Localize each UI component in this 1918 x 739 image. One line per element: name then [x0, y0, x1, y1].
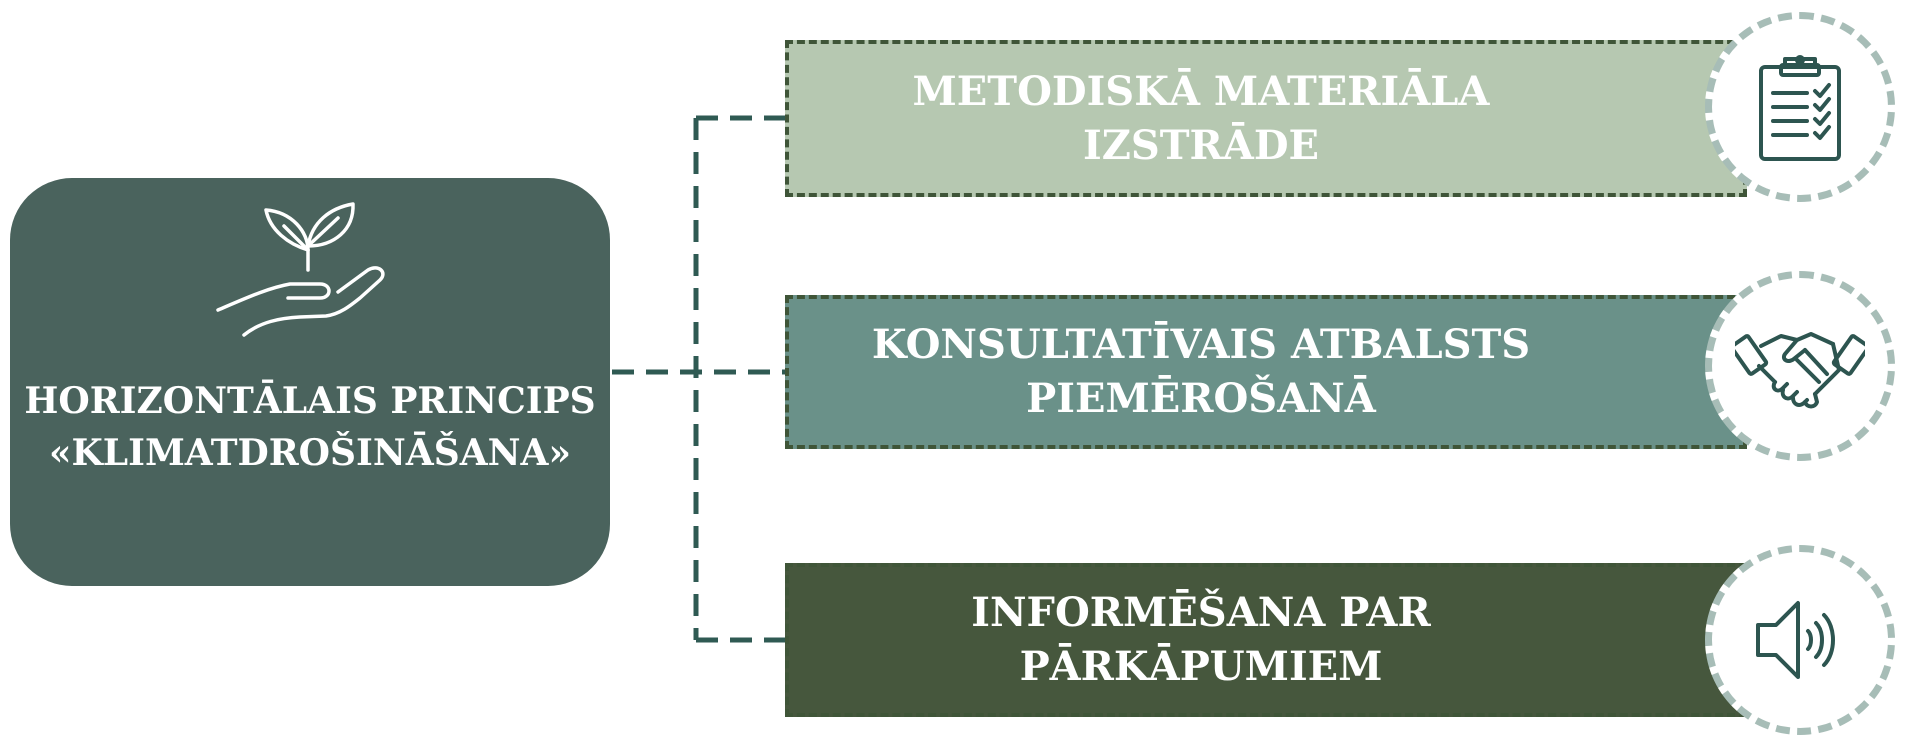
step-2-label-line-1: KONSULTATĪVAIS ATBALSTS — [871, 321, 1531, 368]
principle-title-line-2: «KLIMATDROŠINĀŠANA» — [49, 432, 571, 474]
step-2-label-line-2: PIEMĒROŠANĀ — [1026, 375, 1376, 422]
step-reporting-violations: INFORMĒŠANA PAR PĀRKĀPUMIEM — [785, 563, 1747, 717]
step-3-label-line-1: INFORMĒŠANA PAR PĀRKĀPUMIEM — [971, 589, 1431, 690]
step-2-label: KONSULTATĪVAIS ATBALSTS PIEMĒROŠANĀ — [872, 318, 1530, 426]
step-1-label: METODISKĀ MATERIĀLA IZSTRĀDE — [789, 65, 1613, 173]
step-1-label-line-1: METODISKĀ MATERIĀLA IZSTRĀDE — [912, 67, 1490, 169]
step-1-icon-badge — [1705, 12, 1895, 202]
principle-box: HORIZONTĀLAIS PRINCIPS «KLIMATDROŠINĀŠAN… — [10, 178, 610, 586]
step-3-label: INFORMĒŠANA PAR PĀRKĀPUMIEM — [789, 586, 1613, 694]
clipboard-checklist-icon — [1759, 55, 1841, 161]
step-3-icon-badge — [1705, 545, 1895, 735]
handshake-icon — [1735, 332, 1865, 409]
step-advisory-support: KONSULTATĪVAIS ATBALSTS PIEMĒROŠANĀ — [785, 295, 1747, 449]
principle-title-line-1: HORIZONTĀLAIS PRINCIPS — [24, 380, 596, 422]
speaker-icon — [1756, 601, 1835, 679]
plant-in-hand-icon — [216, 202, 385, 337]
step-methodological-material: METODISKĀ MATERIĀLA IZSTRĀDE — [785, 40, 1747, 197]
step-2-icon-badge — [1705, 271, 1895, 461]
principle-title: HORIZONTĀLAIS PRINCIPS «KLIMATDROŠINĀŠAN… — [10, 375, 610, 479]
